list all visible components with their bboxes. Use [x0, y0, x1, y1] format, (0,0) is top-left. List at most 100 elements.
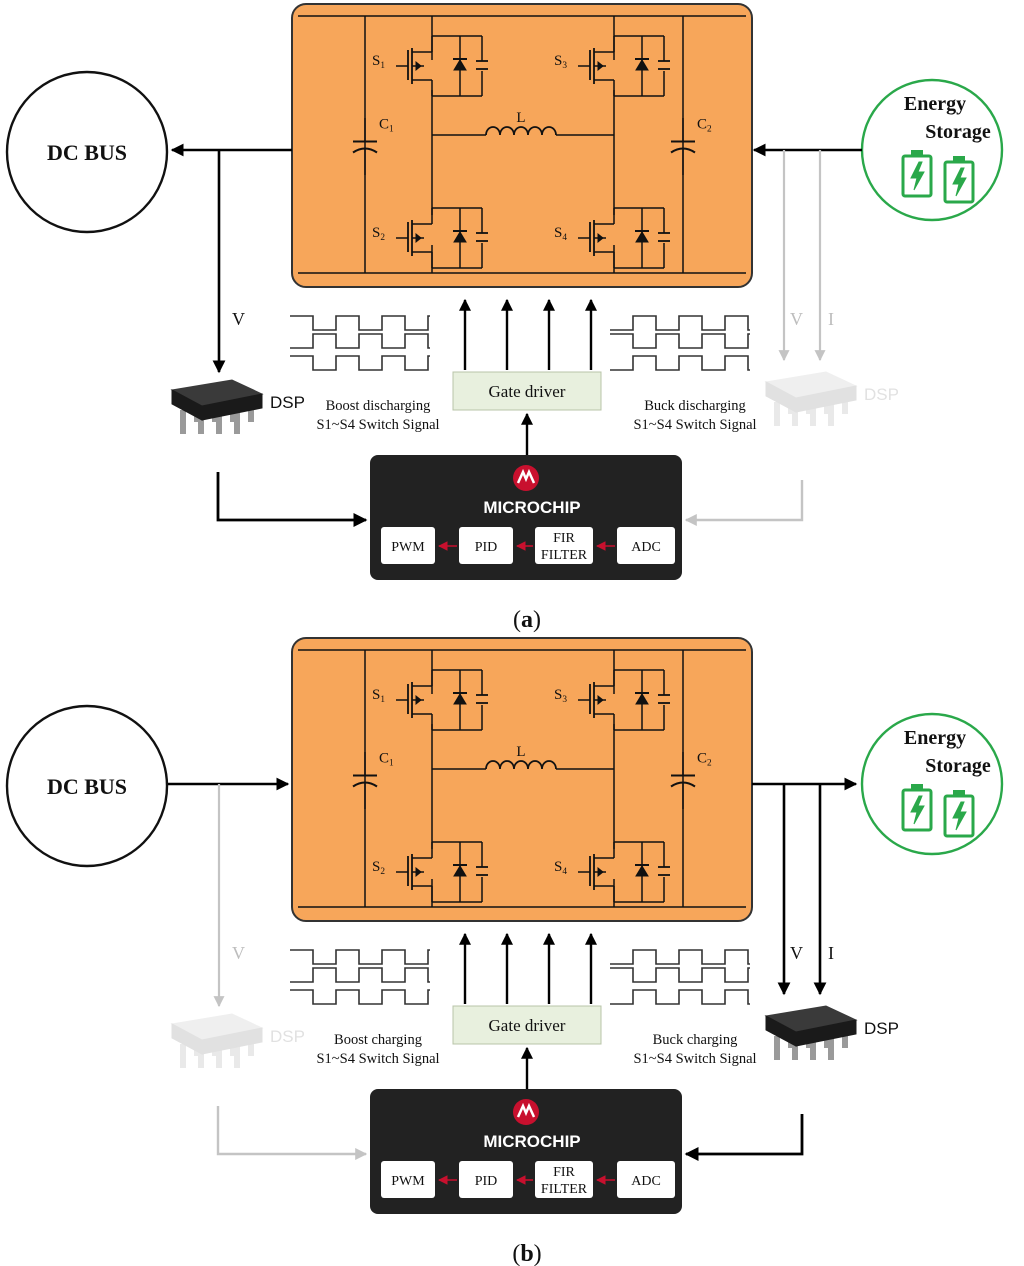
energy-storage-circle — [860, 712, 1004, 856]
switch-s2: S2 — [372, 841, 488, 903]
right-sense-i-label: I — [828, 943, 834, 963]
logo-mark — [516, 468, 536, 484]
switch-label: S3 — [554, 687, 567, 705]
storage-label-line1: Energy — [904, 93, 966, 115]
microchip-logo — [513, 1099, 539, 1125]
switch-label-main: S — [372, 53, 380, 69]
converter-box — [291, 637, 753, 922]
microchip-brand: MICROCHIP — [483, 498, 580, 517]
switch-label-main: S — [372, 687, 380, 703]
battery-terminal — [953, 790, 965, 796]
battery-terminal — [911, 784, 923, 790]
switch-s1: S1 — [372, 35, 488, 97]
dc-bus-circle — [5, 70, 169, 234]
lightning-icon — [952, 801, 967, 831]
left-switch-waveform — [290, 355, 430, 371]
leg-gap — [424, 849, 440, 879]
leg-gap — [424, 215, 440, 245]
switch-s4: S4 — [554, 207, 670, 269]
dsp-pin — [198, 1044, 204, 1068]
capacitor-label-main: C — [379, 117, 389, 133]
left-dsp-chip: DSP — [170, 1013, 305, 1068]
left-sense-label: V — [232, 943, 245, 963]
right-switch-waveform — [610, 967, 750, 983]
body-arrow — [597, 694, 604, 706]
body-arrow — [415, 232, 422, 244]
adc-block-label: ADC — [631, 1174, 661, 1189]
switch-label-subscript: 1 — [380, 695, 385, 705]
left-switch-waveform — [290, 967, 430, 983]
gate-driver-label: Gate driver — [489, 382, 566, 401]
pid-block-label: PID — [475, 1174, 498, 1189]
switch-label: S2 — [372, 859, 385, 877]
switch-label: S3 — [554, 53, 567, 71]
switch-label: S1 — [372, 53, 385, 71]
left-signal-caption: Boost charging — [334, 1032, 422, 1048]
body-arrow — [415, 60, 422, 72]
dsp-label: DSP — [270, 393, 305, 412]
leg-gap — [606, 849, 622, 879]
battery-icon — [901, 150, 933, 198]
capacitor-label: C1 — [379, 117, 394, 135]
left-dsp-to-mcu — [216, 1106, 368, 1160]
body-arrow — [415, 866, 422, 878]
dsp-pin — [234, 410, 240, 434]
right-switch-waveform — [610, 315, 750, 331]
left-dsp-chip: DSP — [170, 379, 305, 434]
dsp-pin — [806, 394, 812, 414]
dsp-pin — [788, 394, 794, 414]
dsp-top — [764, 371, 858, 399]
switch-label-subscript: 4 — [562, 867, 567, 877]
switch-label-main: S — [554, 53, 562, 69]
logo-mark — [516, 1102, 536, 1118]
fir-filter-block-label: FIR — [553, 531, 575, 546]
dsp-front — [201, 1027, 263, 1055]
dsp-side — [171, 1023, 203, 1055]
right-signal-caption: Buck charging — [653, 1032, 738, 1048]
dsp-pin — [828, 1036, 834, 1060]
switch-label-main: S — [554, 687, 562, 703]
dc-bus-circle — [5, 704, 169, 868]
microchip-logo — [513, 465, 539, 491]
capacitor-label-main: C — [697, 751, 707, 767]
switch-label-main: S — [372, 859, 380, 875]
pid-block — [459, 527, 513, 564]
converter-box — [291, 3, 753, 288]
cap-curved-plate — [670, 147, 696, 154]
left-signal-caption: Boost discharging — [326, 398, 431, 414]
left-signal-caption: S1~S4 Switch Signal — [316, 417, 439, 433]
inductor-coil — [485, 760, 557, 770]
capacitor-label-subscript: 2 — [707, 125, 712, 135]
fir-filter-block — [535, 527, 593, 564]
inductor-coil — [485, 126, 557, 136]
pwm-block — [381, 1161, 435, 1198]
adc-block — [617, 1161, 675, 1198]
dsp-pin — [212, 1036, 218, 1056]
gate-driver-box — [452, 1005, 602, 1045]
fir-filter-block-label: FIR — [553, 1165, 575, 1180]
adc-block — [617, 527, 675, 564]
leg-gap — [606, 694, 622, 724]
right-switch-waveform — [610, 333, 750, 349]
capacitor-label: C1 — [379, 751, 394, 769]
battery-icon — [943, 790, 975, 838]
dsp-pin — [842, 1028, 848, 1048]
capacitor-label-main: C — [379, 751, 389, 767]
switch-s1: S1 — [372, 669, 488, 731]
diode-symbol — [635, 59, 649, 71]
lightning-icon — [952, 167, 967, 197]
right-switch-waveform — [610, 949, 750, 965]
dsp-front — [795, 1019, 857, 1047]
capacitor-label-subscript: 1 — [389, 759, 394, 769]
dsp-pin — [180, 1044, 186, 1068]
diode-symbol — [635, 231, 649, 243]
dsp-pin — [180, 410, 186, 434]
dsp-pin — [774, 1036, 780, 1060]
capacitor-label-subscript: 2 — [707, 759, 712, 769]
switch-label: S2 — [372, 225, 385, 243]
adc-block-label: ADC — [631, 540, 661, 555]
right-dsp-to-mcu — [684, 1114, 804, 1161]
right-sense-v-label: V — [790, 943, 803, 963]
caption-open-paren: ( — [512, 1241, 520, 1266]
battery-icon — [943, 156, 975, 204]
